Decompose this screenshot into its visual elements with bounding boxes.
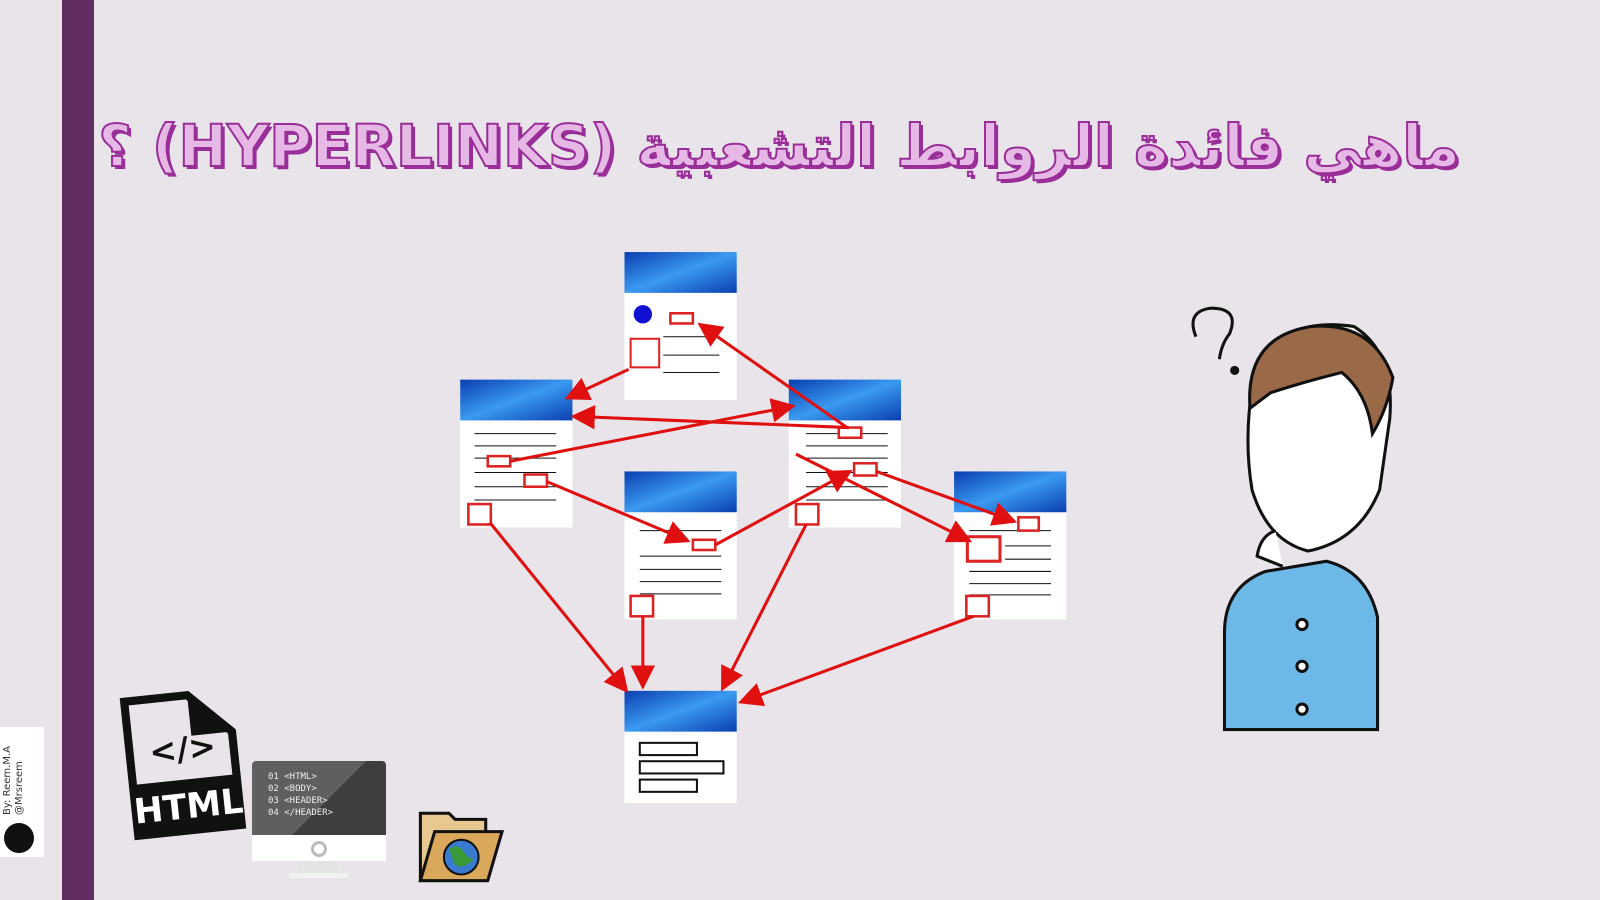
monitor-icon: 01 <HTML> 02 <BODY> 03 <HEADER> 04 </HEA…	[252, 761, 386, 881]
credit-badge: By: Reem.M.A@Mrsreem	[0, 727, 44, 857]
web-page-top	[624, 252, 737, 400]
code-line: 01 <HTML>	[268, 772, 317, 782]
link-arrows	[488, 322, 1018, 707]
code-screen: 01 <HTML> 02 <BODY> 03 <HEADER> 04 </HEA…	[252, 761, 386, 835]
web-page-bottom	[624, 690, 737, 804]
web-page-center	[624, 471, 737, 620]
code-line: 04 </HEADER>	[268, 808, 334, 818]
web-page-right	[788, 379, 902, 528]
logo-icon	[4, 823, 34, 853]
code-line: 02 <BODY>	[268, 784, 317, 794]
code-line: 03 <HEADER>	[268, 796, 328, 806]
side-bar	[62, 0, 94, 900]
thinking-person-illustration	[1191, 306, 1395, 732]
page-title: ماهي فائدة الروابط التشعبية (HYPERLINKS)…	[97, 111, 1461, 181]
folder-globe-icon	[418, 811, 505, 883]
html-code-glyph: </>	[147, 727, 217, 772]
html-file-icon: </> HTML	[119, 690, 247, 841]
